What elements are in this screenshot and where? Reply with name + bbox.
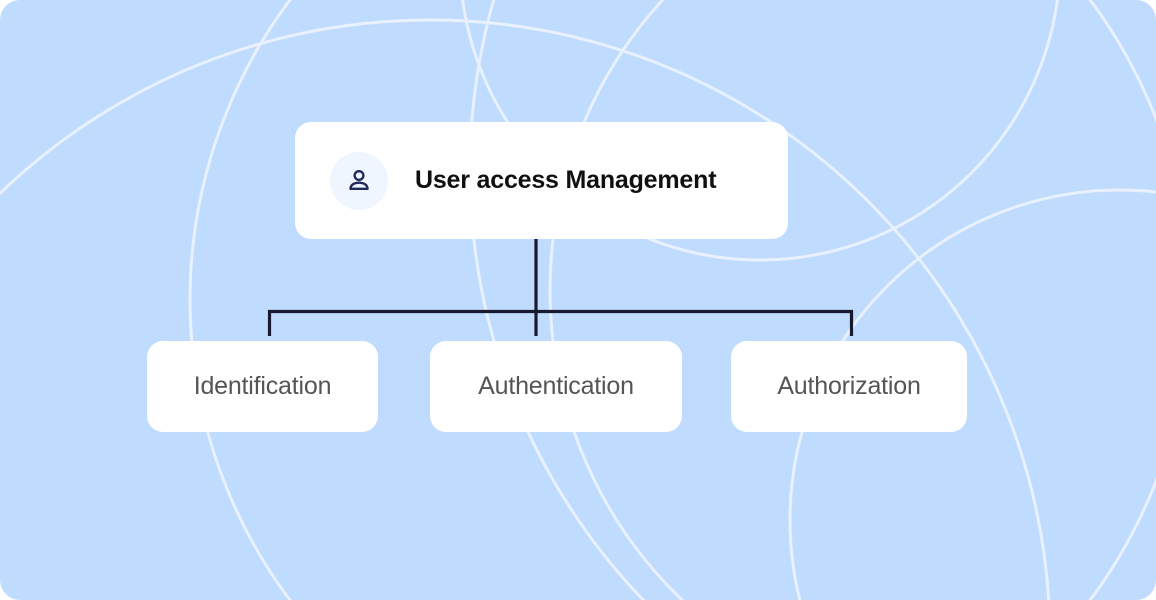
child-node-card-identification[interactable]: Identification [147,341,378,432]
child-node-card-authorization[interactable]: Authorization [731,341,967,432]
child-node-label: Identification [193,372,332,400]
child-node-label: Authorization [777,372,921,400]
user-person-icon [330,151,388,210]
child-node-card-authentication[interactable]: Authentication [430,341,682,432]
root-node-label: User access Management [415,166,717,194]
root-node-card[interactable]: User access Management [295,122,788,239]
child-node-label: Authentication [478,372,634,400]
